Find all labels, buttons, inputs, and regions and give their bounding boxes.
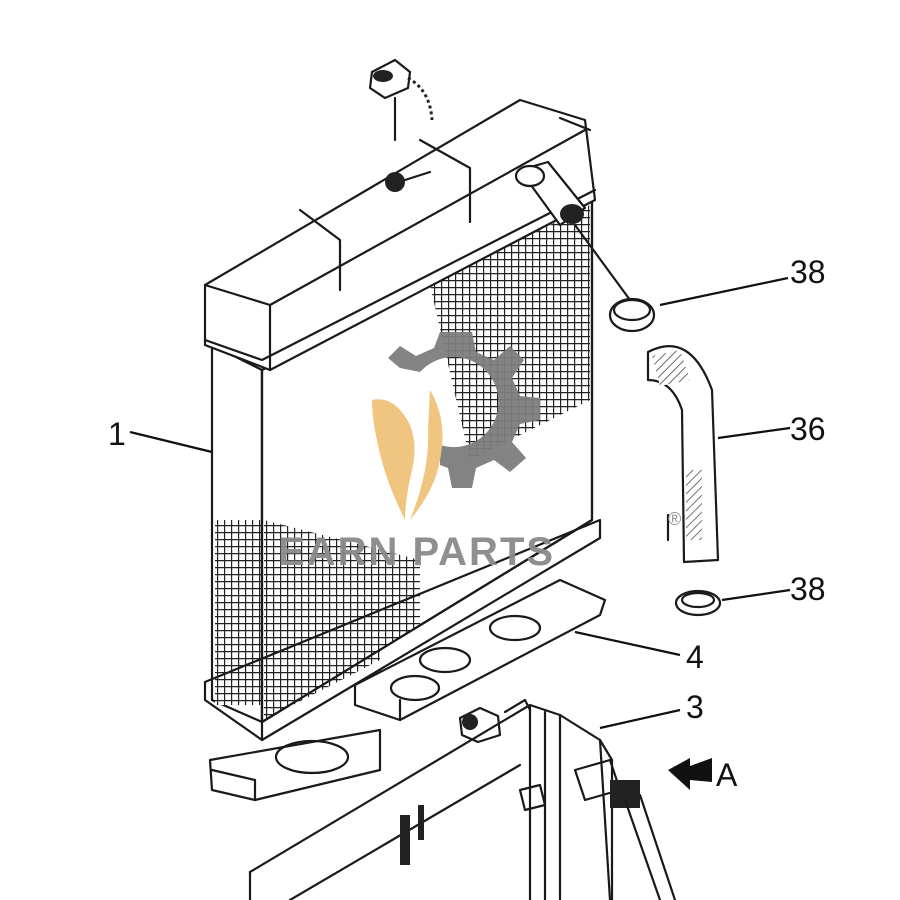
callout-labels: 1 38 36 38 4 3 A [108, 254, 826, 793]
top-tank [203, 98, 597, 372]
callout-36: 36 [790, 411, 826, 447]
callout-38-upper: 38 [790, 254, 826, 290]
leader-lines [129, 276, 791, 730]
hose-clamp-lower [674, 589, 722, 617]
bottom-bracket [353, 578, 607, 722]
callout-4: 4 [686, 639, 704, 675]
view-direction-arrow [668, 758, 712, 790]
hose-clamp-upper [608, 297, 656, 333]
radiator-core [203, 198, 602, 742]
filler-cap [368, 58, 434, 192]
watermark-logo: EARN PARTS ® [278, 332, 681, 574]
radiator-hose [646, 345, 720, 564]
watermark-text: EARN PARTS [278, 530, 555, 574]
gear-icon [388, 332, 540, 488]
lower-mount-plate [208, 728, 382, 802]
support-frame [248, 698, 677, 900]
callout-38-lower: 38 [790, 571, 826, 607]
leaf-icon [372, 390, 443, 520]
callout-3: 3 [686, 689, 704, 725]
callout-1: 1 [108, 416, 126, 452]
registered-mark: ® [668, 509, 681, 529]
callout-A: A [716, 757, 738, 793]
outlet-pipe [514, 160, 632, 302]
